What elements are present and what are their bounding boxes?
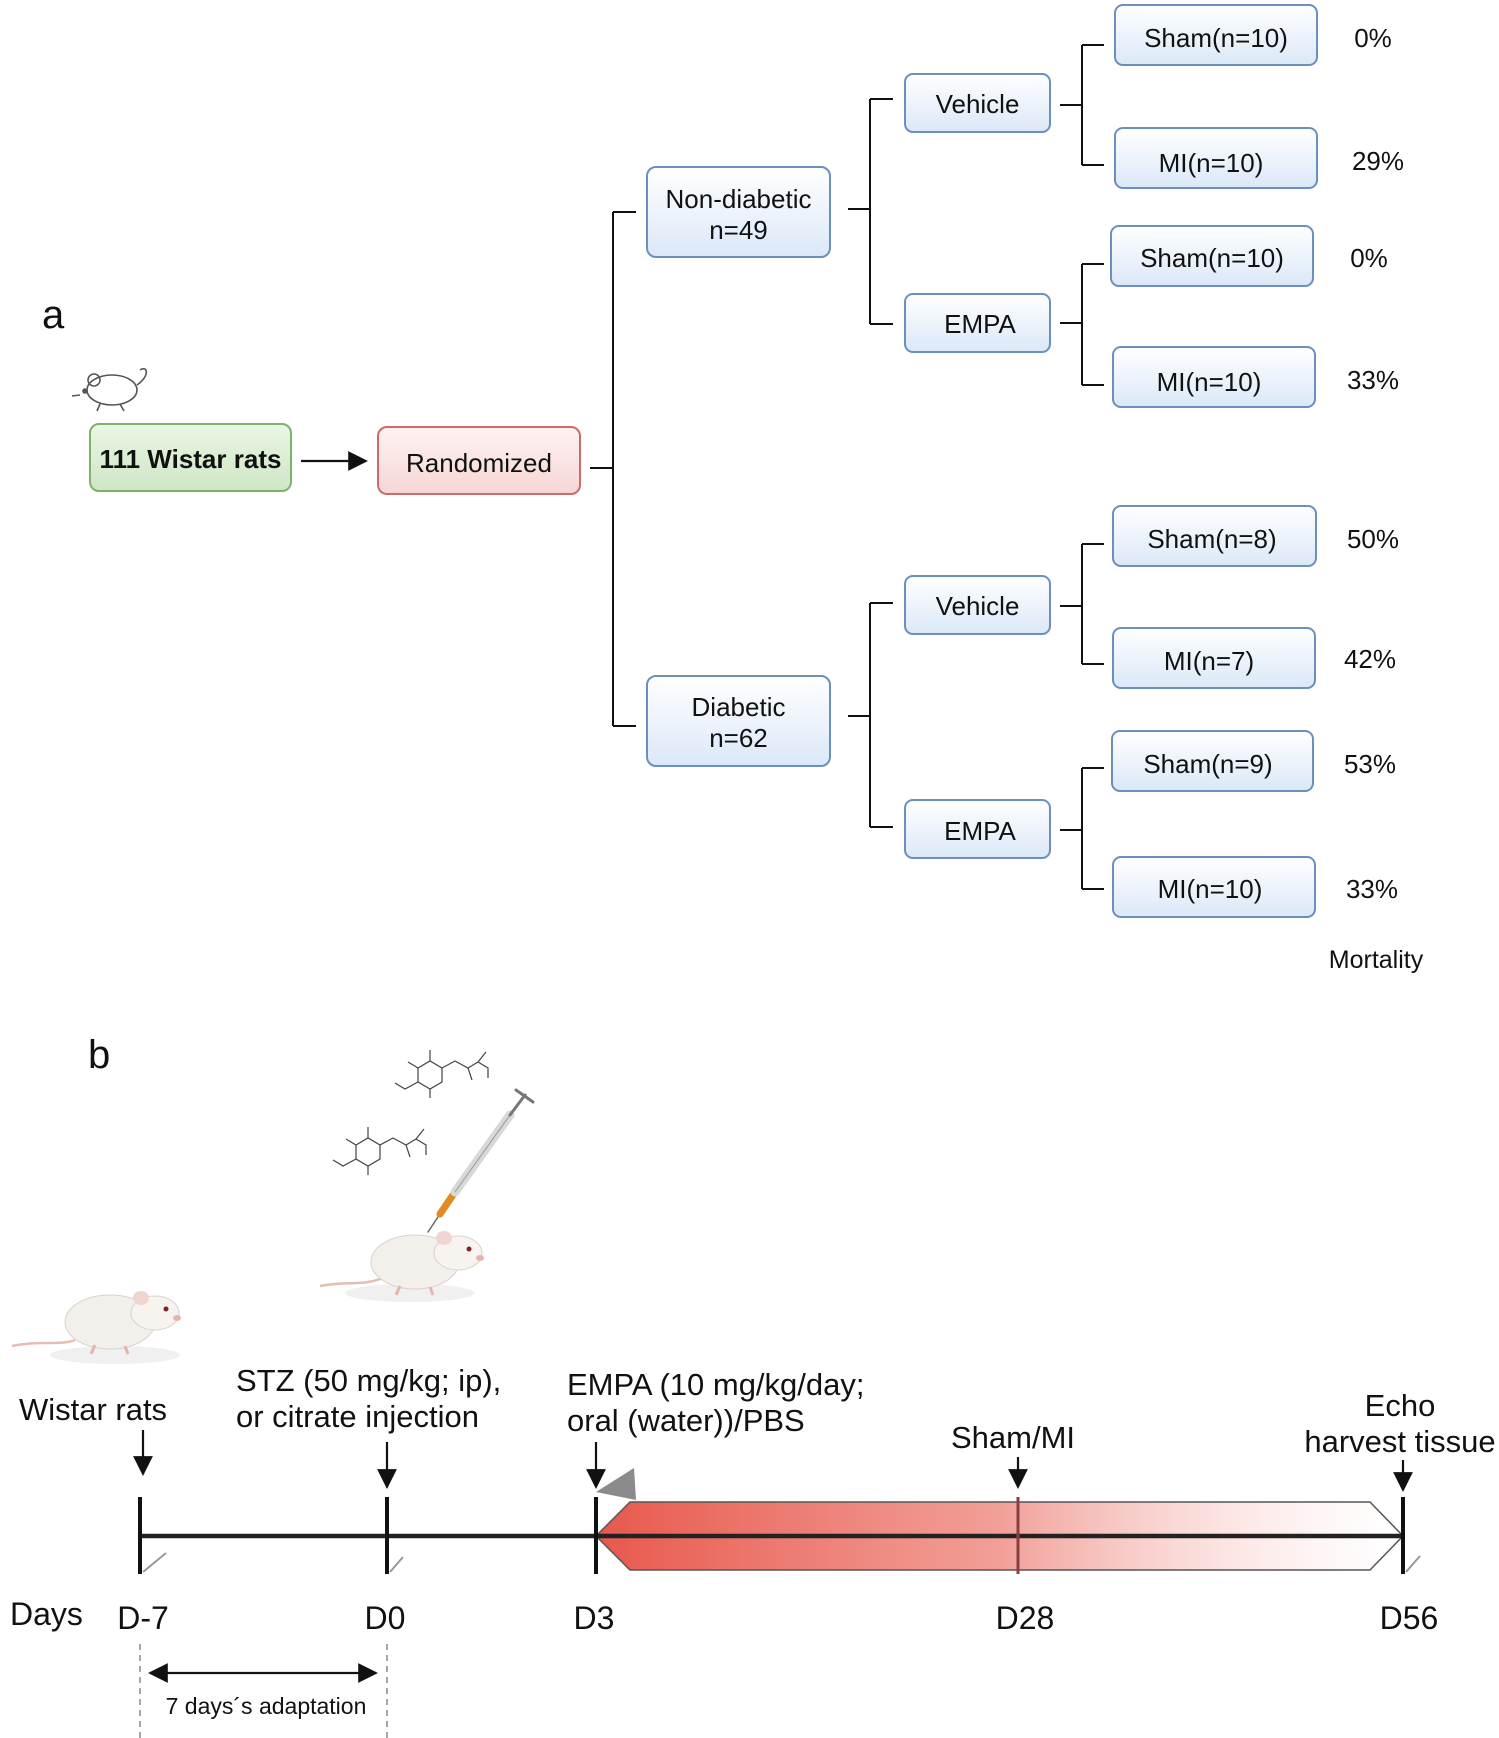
leaf-box-nd-vehicle-sham: Sham(n=10)	[1114, 4, 1318, 66]
molecule-icon	[332, 1127, 427, 1175]
group-count: n=62	[709, 723, 768, 753]
mortality-value: 42%	[1344, 644, 1396, 674]
syringe-icon	[427, 1088, 535, 1233]
day-label: D56	[1380, 1600, 1439, 1636]
event-label-d3: oral (water))/PBS	[567, 1403, 805, 1438]
event-label-d0: STZ (50 mg/kg; ip),	[236, 1363, 501, 1398]
leaf-label: Sham(n=8)	[1147, 524, 1276, 554]
bracket-diabetic	[848, 602, 893, 828]
bracket-d-vehicle	[1060, 543, 1104, 665]
event-label-d-7: Wistar rats	[19, 1392, 167, 1427]
group-count: n=49	[709, 215, 768, 245]
mortality-value: 53%	[1344, 749, 1396, 779]
arm-box-nd-empa: EMPA	[904, 293, 1051, 353]
leaf-label: MI(n=10)	[1159, 148, 1264, 178]
arm-box-d-empa: EMPA	[904, 799, 1051, 859]
leaf-box-d-empa-sham: Sham(n=9)	[1111, 730, 1314, 792]
mortality-caption: Mortality	[1329, 946, 1424, 974]
arm-label: EMPA	[944, 309, 1016, 339]
treatment-period-arrow	[594, 1468, 1405, 1571]
arm-box-d-vehicle: Vehicle	[904, 575, 1051, 635]
molecule-icon	[394, 1050, 489, 1098]
arm-box-nd-vehicle: Vehicle	[904, 73, 1051, 133]
day-label: D28	[996, 1600, 1055, 1636]
event-label-d56: harvest tissue	[1304, 1424, 1495, 1459]
leaf-box-nd-empa-sham: Sham(n=10)	[1110, 225, 1314, 287]
event-label-d56: Echo	[1365, 1388, 1436, 1423]
rat-icon	[319, 1231, 484, 1302]
event-label-d28: Sham/MI	[951, 1420, 1075, 1455]
event-arrows	[133, 1430, 1413, 1492]
leaf-box-d-empa-mi: MI(n=10)	[1112, 856, 1316, 918]
leaf-label: Sham(n=9)	[1143, 749, 1272, 779]
day-label: D-7	[117, 1600, 169, 1636]
mortality-value: 50%	[1347, 524, 1399, 554]
bracket-non-diabetic	[848, 98, 893, 325]
event-label-d0: or citrate injection	[236, 1399, 479, 1434]
mortality-value: 0%	[1354, 23, 1392, 53]
leaf-box-d-vehicle-sham: Sham(n=8)	[1112, 505, 1317, 567]
source-box: 111 Wistar rats	[89, 423, 292, 492]
panel-b-label: b	[88, 1033, 110, 1077]
group-box-diabetic: Diabetic n=62	[646, 675, 831, 767]
adaptation-span: 7 days´s adaptation	[139, 1644, 388, 1738]
leaf-label: Sham(n=10)	[1140, 243, 1284, 273]
randomized-box: Randomized	[377, 426, 581, 495]
day-label: D3	[574, 1600, 615, 1636]
timeline-ticks	[138, 1497, 1405, 1574]
leaf-label: MI(n=7)	[1164, 646, 1254, 676]
leaf-box-nd-vehicle-mi: MI(n=10)	[1114, 127, 1318, 189]
event-label-d3: EMPA (10 mg/kg/day;	[567, 1367, 865, 1402]
source-label: 111 Wistar rats	[100, 444, 282, 474]
adaptation-label: 7 days´s adaptation	[166, 1693, 367, 1719]
leaf-label: Sham(n=10)	[1144, 23, 1288, 53]
leaf-box-d-vehicle-mi: MI(n=7)	[1112, 627, 1316, 689]
leaf-label: MI(n=10)	[1158, 874, 1263, 904]
group-name: Diabetic	[692, 692, 786, 722]
panel-a-label: a	[42, 293, 65, 337]
arm-label: EMPA	[944, 816, 1016, 846]
bracket-d-empa	[1060, 767, 1104, 890]
leaf-box-nd-empa-mi: MI(n=10)	[1112, 346, 1316, 408]
mortality-value: 33%	[1346, 874, 1398, 904]
group-box-non-diabetic: Non-diabetic n=49	[646, 166, 831, 258]
bracket-randomized	[590, 211, 636, 727]
randomized-label: Randomized	[406, 448, 552, 478]
arm-label: Vehicle	[936, 591, 1020, 621]
mouse-sketch-icon	[71, 368, 148, 412]
mortality-value: 0%	[1350, 243, 1388, 273]
axis-label-days: Days	[10, 1596, 83, 1632]
mortality-value: 33%	[1347, 365, 1399, 395]
bracket-nd-empa	[1060, 263, 1104, 386]
arm-label: Vehicle	[936, 89, 1020, 119]
leaf-label: MI(n=10)	[1157, 367, 1262, 397]
rat-icon	[11, 1291, 181, 1364]
group-name: Non-diabetic	[666, 184, 812, 214]
mortality-value: 29%	[1352, 146, 1404, 176]
tick-shadows	[142, 1552, 1421, 1573]
bracket-nd-vehicle	[1060, 44, 1104, 166]
day-label: D0	[365, 1600, 406, 1636]
